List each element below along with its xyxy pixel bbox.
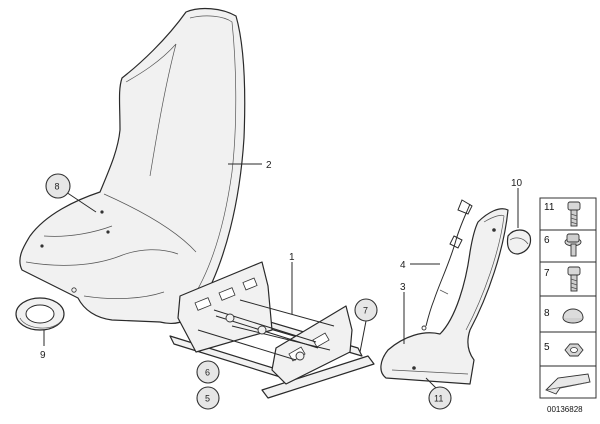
- callout-circle-left: [45, 173, 71, 199]
- callout-7: 7: [363, 306, 368, 316]
- panel-item-3-number: 7: [544, 268, 550, 279]
- callout-5: 5: [205, 394, 210, 404]
- callout-1: 1: [289, 252, 295, 263]
- side-trim-panel: [380, 208, 509, 385]
- callout-8: 8: [55, 182, 60, 192]
- plug-cap-icon: [562, 308, 584, 324]
- diagram-code: 00136828: [547, 405, 583, 414]
- callout-11: 11: [434, 394, 443, 404]
- screw-with-washer-icon: [564, 233, 582, 257]
- callout-circle-5: [196, 386, 220, 410]
- small-parts-panel: 11 6 7 8 5: [539, 197, 597, 399]
- bolt-hex-socket-icon: [567, 201, 581, 227]
- panel-item-5-number: 5: [544, 342, 550, 353]
- callout-10: 10: [511, 178, 523, 189]
- panel-item-4-number: 8: [544, 308, 550, 319]
- hex-nut-icon: [564, 343, 584, 357]
- callout-circle-6: [196, 360, 220, 384]
- seat-shell: [19, 7, 246, 325]
- release-cable: [421, 199, 473, 331]
- callout-circle-11: [428, 386, 452, 410]
- hex-socket-screw-icon: [567, 266, 581, 292]
- seat-frame-rails: [169, 261, 375, 399]
- callout-4: 4: [400, 260, 406, 271]
- wedge-symbol-icon: [545, 373, 591, 395]
- callout-6: 6: [205, 368, 210, 378]
- callout-9: 9: [40, 350, 46, 361]
- callout-3: 3: [400, 282, 406, 293]
- panel-item-1-number: 11: [544, 202, 555, 213]
- end-cap: [506, 229, 532, 255]
- callout-2: 2: [266, 160, 272, 171]
- ring-grommet: [15, 297, 65, 331]
- panel-item-2-number: 6: [544, 235, 550, 246]
